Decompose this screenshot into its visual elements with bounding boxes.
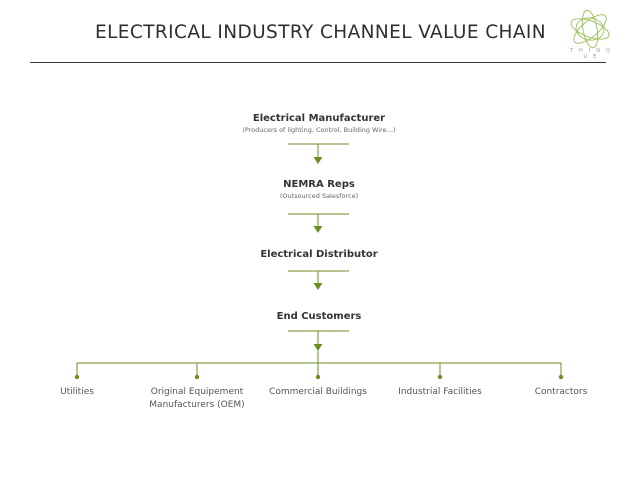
- chain-node-title: End Customers: [276, 311, 362, 322]
- chain-node-nemra-reps: NEMRA Reps (Outsourced Salesforce): [0, 179, 638, 200]
- chain-node-distributor: Electrical Distributor: [0, 249, 638, 260]
- chain-node-subtitle: (Outsourced Salesforce): [279, 192, 359, 200]
- chain-node-title: NEMRA Reps: [283, 179, 355, 190]
- header-divider: [30, 62, 606, 63]
- page-title: ELECTRICAL INDUSTRY CHANNEL VALUE CHAIN: [95, 22, 546, 43]
- thinque-logo-icon: [570, 9, 610, 49]
- segment-contractors: Contractors: [534, 387, 588, 397]
- branch-dot-4: [437, 374, 443, 380]
- branch-dot-1: [74, 374, 80, 380]
- segment-oem: Original Equipement Manufacturers (OEM): [149, 387, 245, 410]
- segment-commercial-buildings: Commercial Buildings: [269, 387, 367, 397]
- connector-1-arrow: [313, 157, 323, 164]
- chain-node-title: Electrical Distributor: [260, 249, 378, 260]
- connector-3-arrow: [313, 283, 323, 290]
- logo-text: T H I N Q U E: [569, 48, 613, 60]
- branch-dot-2: [194, 374, 200, 380]
- chain-node-manufacturer: Electrical Manufacturer (Producers of li…: [0, 113, 638, 134]
- branch-dot-3: [315, 374, 321, 380]
- connector-4-arrow: [313, 344, 323, 351]
- branch-dot-5: [558, 374, 564, 380]
- chain-node-end-customers: End Customers: [0, 311, 638, 322]
- segment-utilities: Utilities: [60, 387, 94, 397]
- chain-node-subtitle: (Producers of lighting, Control, Buildin…: [242, 126, 396, 134]
- connector-2-arrow: [313, 226, 323, 233]
- chain-node-title: Electrical Manufacturer: [252, 113, 386, 124]
- segment-industrial-facilities: Industrial Facilities: [398, 387, 482, 397]
